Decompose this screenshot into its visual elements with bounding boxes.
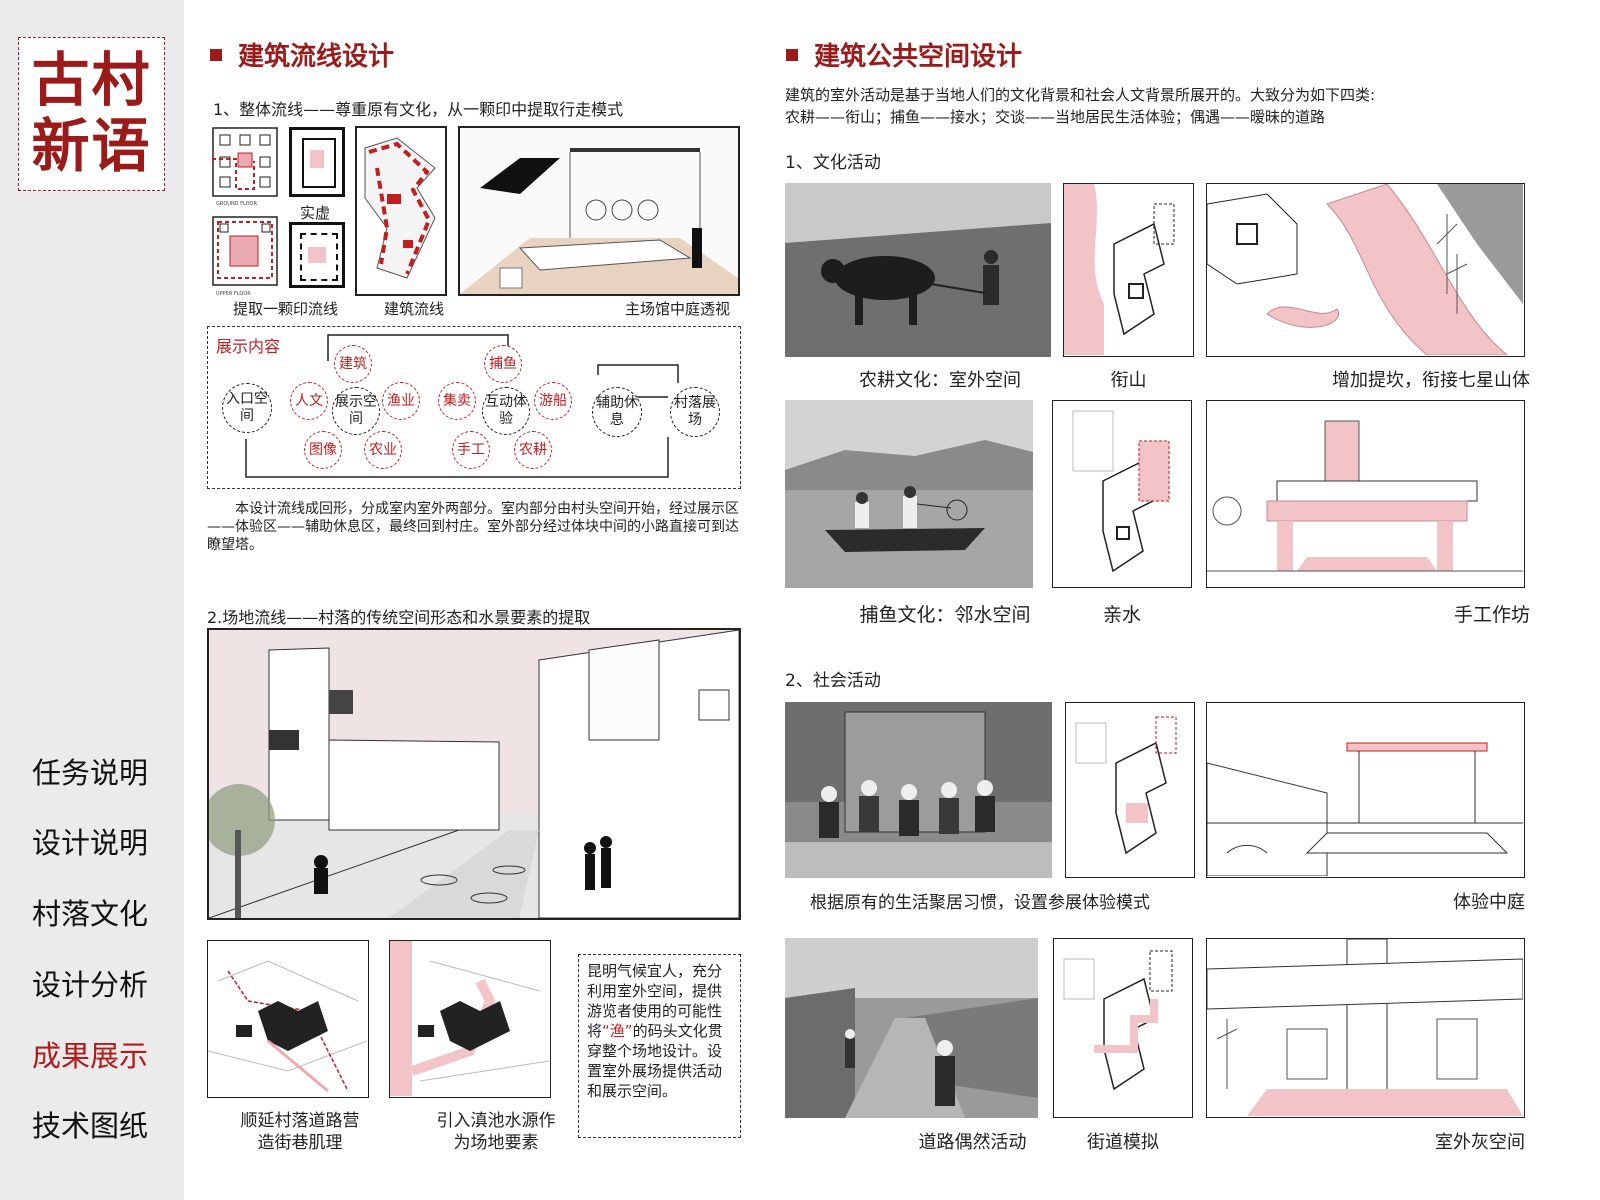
- bubble-farming: 农耕: [514, 431, 552, 469]
- left-section-title: 建筑流线设计: [210, 36, 394, 73]
- upper-floor-plan: UPPER FLOOR: [212, 216, 280, 298]
- photo-fishing: [785, 400, 1033, 588]
- climate-note: 昆明气候宜人，充分利用室外空间，提供游览者使用的可能性将“渔”的码头文化贯穿整个…: [578, 954, 741, 1138]
- site-map-road: [207, 940, 369, 1098]
- site-perspective: [207, 628, 741, 920]
- caption-flow: 建筑流线: [384, 300, 445, 318]
- nav-item-results[interactable]: 成果展示: [32, 1039, 149, 1073]
- map-mountain: [1063, 183, 1194, 357]
- bubble-entry: 入口空间: [222, 383, 272, 433]
- bubble-architecture: 建筑: [334, 345, 372, 383]
- caption-road-texture: 顺延村落道路营造街巷肌理: [240, 1111, 360, 1153]
- map-courtyard: [1065, 702, 1195, 878]
- nav-item-village-culture[interactable]: 村落文化: [32, 897, 149, 931]
- right-sub1: 1、文化活动: [785, 153, 881, 173]
- nav-item-design-analysis[interactable]: 设计分析: [32, 968, 149, 1002]
- right-intro-2: 农耕——衔山；捕鱼——接水；交谈——当地居民生活体验；偶遇——暧昧的道路: [785, 108, 1326, 126]
- left-paragraph: 本设计流线成回形，分成室内室外两部分。室内部分由村头空间开始，经过展示区——体验…: [207, 501, 739, 553]
- caption-extract: 提取一颗印流线: [233, 300, 339, 318]
- caption-fish-culture: 捕鱼文化：邻水空间: [859, 604, 1031, 626]
- caption-farm-culture: 农耕文化：室外空间: [859, 370, 1021, 391]
- nav-item-drawings[interactable]: 技术图纸: [32, 1109, 149, 1143]
- upper-floor-label: UPPER FLOOR: [216, 291, 251, 297]
- bubble-fishing: 捕鱼: [484, 345, 522, 383]
- right-section-title: 建筑公共空间设计: [786, 36, 1022, 73]
- site-map-water: [389, 940, 551, 1098]
- caption-workshop: 手工作坊: [1453, 604, 1530, 626]
- nav-item-design-desc[interactable]: 设计说明: [32, 826, 149, 860]
- caption-gray-space: 室外灰空间: [1435, 1132, 1525, 1153]
- bullet-square-icon: [786, 49, 798, 61]
- caption-mountain: 衔山: [1110, 370, 1147, 391]
- nav-item-task[interactable]: 任务说明: [32, 756, 149, 790]
- courtyard-perspective: [458, 126, 740, 296]
- building-flow-diagram: [355, 126, 447, 296]
- caption-road: 道路偶然活动: [918, 1132, 1027, 1153]
- bubble-humanity: 人文: [290, 382, 328, 420]
- bubble-rest: 辅助休息: [592, 387, 642, 437]
- caption-court: 体验中庭: [1453, 892, 1525, 913]
- left-title-text: 建筑流线设计: [238, 42, 395, 72]
- bubble-interact: 互动体验: [482, 387, 530, 435]
- bubble-agriculture: 农业: [364, 431, 402, 469]
- bubble-image: 图像: [304, 431, 342, 469]
- logo-line-1: 古村: [31, 46, 152, 114]
- left-sub2: 2.场地流线——村落的传统空间形态和水景要素的提取: [207, 608, 591, 627]
- sidebar: 古村 新语 任务说明 设计说明 村落文化 设计分析 成果展示 技术图纸: [0, 0, 184, 1200]
- ground-floor-label: GROUND FLOOR: [216, 201, 257, 207]
- caption-shixu: 实虚: [300, 204, 331, 222]
- left-sub1: 1、整体流线——尊重原有文化，从一颗印中提取行走模式: [213, 100, 624, 119]
- bubble-village: 村落展场: [670, 387, 720, 437]
- bubble-show: 展示空间: [332, 387, 380, 435]
- bubble-market: 集卖: [438, 382, 476, 420]
- logo: 古村 新语: [18, 37, 165, 191]
- map-street: [1053, 938, 1193, 1118]
- perspective-embankment: [1206, 183, 1525, 357]
- caption-water: 亲水: [1102, 604, 1141, 626]
- perspective-workshop: [1206, 400, 1525, 588]
- right-title-text: 建筑公共空间设计: [814, 42, 1023, 72]
- bubble-boat: 游船: [534, 382, 572, 420]
- exhibit-title: 展示内容: [216, 337, 281, 356]
- void-solid-diagram-top: [289, 127, 345, 197]
- climate-note-text-1: 昆明气候宜人，充分利用室外空间，提供游览者使用的可能性将: [587, 962, 723, 1040]
- caption-habit: 根据原有的生活聚居习惯，设置参展体验模式: [810, 893, 1150, 913]
- caption-water-source: 引入滇池水源作为场地要素: [436, 1111, 556, 1153]
- right-sub2: 2、社会活动: [785, 671, 881, 691]
- photo-villagers: [785, 702, 1052, 878]
- climate-note-text-2: 的码头文化贯穿整个场地设计。设置室外展场提供活动和展示空间。: [587, 1022, 723, 1100]
- bullet-square-icon: [210, 49, 222, 61]
- perspective-courtyard: [1206, 702, 1525, 878]
- photo-road: [785, 938, 1038, 1118]
- caption-courtyard: 主场馆中庭透视: [625, 300, 731, 318]
- map-water: [1052, 400, 1192, 588]
- perspective-gray-space: [1206, 938, 1525, 1118]
- bubble-fishery: 渔业: [382, 382, 420, 420]
- exhibit-diagram: 展示内容 入口空间 展示空间 建筑 人文 渔业 图像 农业 互动体验 捕鱼 集卖…: [207, 326, 741, 489]
- bubble-craft: 手工: [452, 431, 490, 469]
- void-solid-diagram-bottom: [289, 222, 345, 288]
- caption-embankment: 增加提坎，衔接七星山体: [1332, 370, 1530, 391]
- right-intro-1: 建筑的室外活动是基于当地人们的文化背景和社会人文背景所展开的。大致分为如下四类:: [785, 86, 1376, 104]
- ground-floor-plan: GROUND FLOOR: [212, 127, 280, 207]
- photo-farming: [785, 183, 1051, 357]
- caption-street: 街道模拟: [1087, 1132, 1159, 1153]
- logo-line-2: 新语: [31, 112, 152, 180]
- climate-note-highlight: “渔”: [602, 1022, 633, 1040]
